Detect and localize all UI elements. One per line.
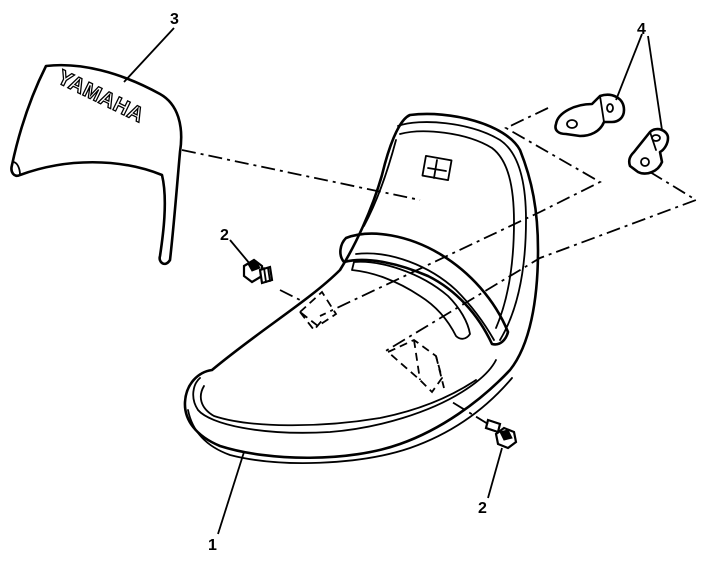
bolt-lower-part [484,418,518,450]
bracket-lower-part [627,127,670,175]
hidden-mounting-tabs [298,290,445,394]
bolt-upper-part [242,258,274,285]
callout-seat: 1 [208,537,217,554]
callout-bolt-lower: 2 [478,500,487,517]
assembly-lines [181,107,699,425]
callout-brackets: 4 [637,21,646,38]
callout-bolt-upper: 2 [220,227,229,244]
cover-logo: YAMAHA [54,66,148,128]
leader-lines [123,27,663,535]
callout-cover: 3 [170,11,179,28]
seat-body-part [183,112,540,464]
seat-cover-part: YAMAHA [10,63,183,266]
bracket-upper-part [554,93,626,138]
callout-labels: 3 2 2 1 4 [170,11,646,554]
